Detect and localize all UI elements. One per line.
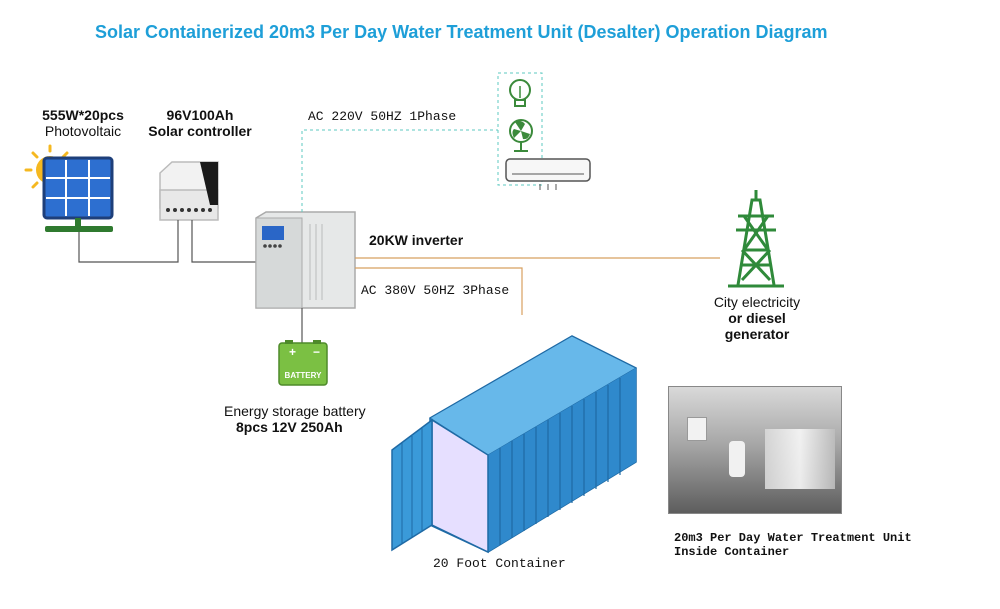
- battery-plate-label: BATTERY: [285, 371, 323, 380]
- ac-single-phase-line: [301, 72, 543, 212]
- fan-icon: [509, 119, 533, 152]
- controller-label-line2: Solar controller: [148, 123, 252, 139]
- pv-label: 555W*20pcs Photovoltaic: [18, 107, 148, 139]
- battery-label: Energy storage battery 8pcs 12V 250Ah: [224, 403, 366, 435]
- ac-single-phase-label: AC 220V 50HZ 1Phase: [308, 109, 457, 124]
- ac-three-phase-label: AC 380V 50HZ 3Phase: [361, 283, 510, 298]
- air-conditioner-icon: [505, 158, 591, 190]
- battery-minus-sign: −: [313, 345, 320, 359]
- membrane-rack-icon: [765, 429, 835, 489]
- battery-label-line1: Energy storage battery: [224, 403, 366, 419]
- dc-wiring: [78, 220, 256, 263]
- inverter-icon: [255, 211, 356, 309]
- battery-icon: + − BATTERY: [278, 340, 328, 386]
- ac-three-phase-line: [355, 257, 720, 315]
- control-box-icon: [687, 417, 707, 441]
- light-bulb-icon: [509, 79, 531, 107]
- battery-plus-sign: +: [289, 345, 296, 359]
- interior-label-line2: Inside Container: [674, 545, 790, 559]
- solar-panel-icon: [42, 156, 114, 232]
- grid-label: City electricity or diesel generator: [696, 294, 818, 342]
- pv-label-line2: Photovoltaic: [44, 123, 122, 139]
- pv-label-line1: 555W*20pcs: [42, 107, 124, 123]
- battery-label-line2: 8pcs 12V 250Ah: [236, 419, 343, 435]
- grid-label-line1: City electricity: [713, 294, 801, 310]
- grid-label-line3: generator: [724, 326, 790, 342]
- container-label: 20 Foot Container: [433, 556, 566, 571]
- solar-controller-icon: [159, 161, 219, 221]
- interior-label-line1: 20m3 Per Day Water Treatment Unit: [674, 531, 912, 545]
- controller-label: 96V100Ah Solar controller: [135, 107, 265, 139]
- interior-label: 20m3 Per Day Water Treatment Unit Inside…: [674, 531, 912, 559]
- power-tower-icon: [728, 190, 784, 288]
- controller-label-line1: 96V100Ah: [166, 107, 234, 123]
- container-interior-photo: [668, 386, 842, 514]
- diagram-title: Solar Containerized 20m3 Per Day Water T…: [95, 22, 828, 42]
- inverter-label: 20KW inverter: [369, 232, 464, 248]
- tank-icon: [729, 441, 745, 477]
- shipping-container-icon: [391, 335, 638, 554]
- grid-label-line2: or diesel: [728, 310, 786, 326]
